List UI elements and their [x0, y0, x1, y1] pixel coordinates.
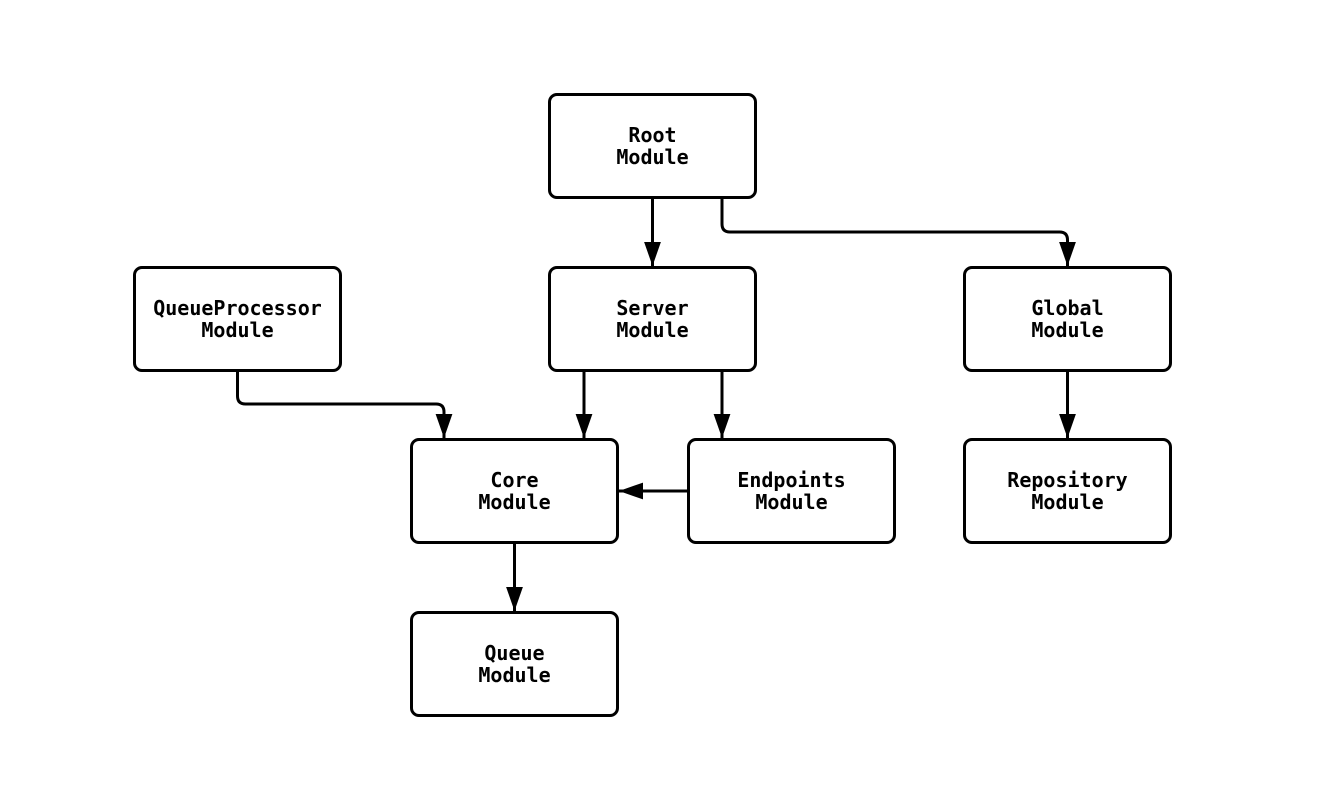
node-server-module-label: Server Module	[616, 296, 689, 342]
edge-queueprocessor-to-core	[236, 372, 453, 438]
node-repository-module: Repository Module	[963, 438, 1172, 544]
node-endpoints-module: Endpoints Module	[687, 438, 896, 544]
node-core-module-label: Core Module	[478, 468, 551, 514]
node-queueprocessor-module: QueueProcessor Module	[133, 266, 342, 372]
node-global-module-label: Global Module	[1031, 296, 1104, 342]
node-queue-module-label: Queue Module	[478, 641, 551, 687]
node-server-module: Server Module	[548, 266, 757, 372]
node-root-module: Root Module	[548, 93, 757, 199]
node-core-module: Core Module	[410, 438, 619, 544]
node-root-module-label: Root Module	[616, 123, 689, 169]
node-repository-module-label: Repository Module	[1007, 468, 1128, 514]
node-global-module: Global Module	[963, 266, 1172, 372]
node-queueprocessor-module-label: QueueProcessor Module	[153, 296, 322, 342]
edge-root-to-global	[720, 199, 1076, 266]
node-queue-module: Queue Module	[410, 611, 619, 717]
node-endpoints-module-label: Endpoints Module	[737, 468, 846, 514]
